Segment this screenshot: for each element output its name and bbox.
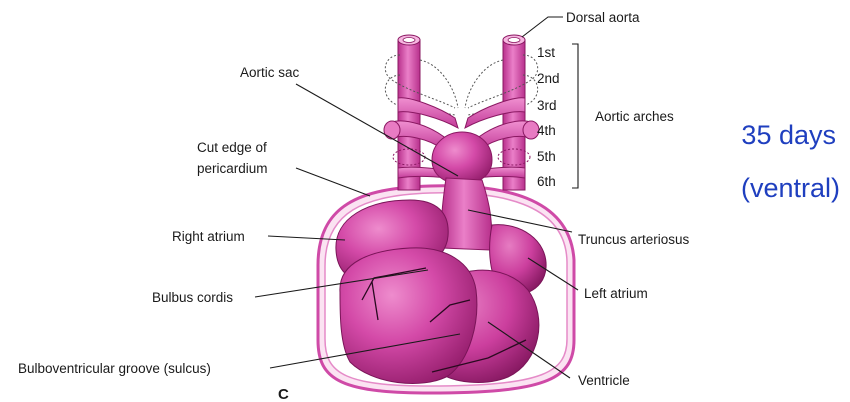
label-truncus-arteriosus: Truncus arteriosus bbox=[578, 232, 690, 247]
truncus-arteriosus bbox=[441, 178, 491, 250]
label-bulbus-cordis: Bulbus cordis bbox=[152, 290, 233, 305]
label-arch-4: 4th bbox=[537, 123, 556, 138]
caption-line-2: (ventral) bbox=[741, 173, 840, 203]
label-dorsal-aorta: Dorsal aorta bbox=[566, 10, 640, 25]
caption: 35 days (ventral) bbox=[741, 120, 840, 203]
label-cut-edge-2: pericardium bbox=[197, 161, 268, 176]
caption-line-1: 35 days bbox=[741, 120, 836, 150]
label-ventricle: Ventricle bbox=[578, 373, 630, 388]
aortic-arches-bracket bbox=[572, 44, 578, 188]
panel-letter: C bbox=[278, 386, 289, 402]
label-right-atrium: Right atrium bbox=[172, 229, 245, 244]
label-arch-3: 3rd bbox=[537, 98, 557, 113]
label-arch-6: 6th bbox=[537, 174, 556, 189]
bulbus-cordis bbox=[340, 248, 477, 384]
label-aortic-arches: Aortic arches bbox=[595, 109, 674, 124]
label-arch-1: 1st bbox=[537, 45, 555, 60]
label-bulboventricular-groove: Bulboventricular groove (sulcus) bbox=[18, 361, 211, 376]
label-arch-5: 5th bbox=[537, 149, 556, 164]
aortic-sac bbox=[432, 132, 492, 184]
label-aortic-sac: Aortic sac bbox=[240, 65, 300, 80]
label-left-atrium: Left atrium bbox=[584, 286, 648, 301]
label-arch-2: 2nd bbox=[537, 71, 560, 86]
label-cut-edge-1: Cut edge of bbox=[197, 140, 267, 155]
